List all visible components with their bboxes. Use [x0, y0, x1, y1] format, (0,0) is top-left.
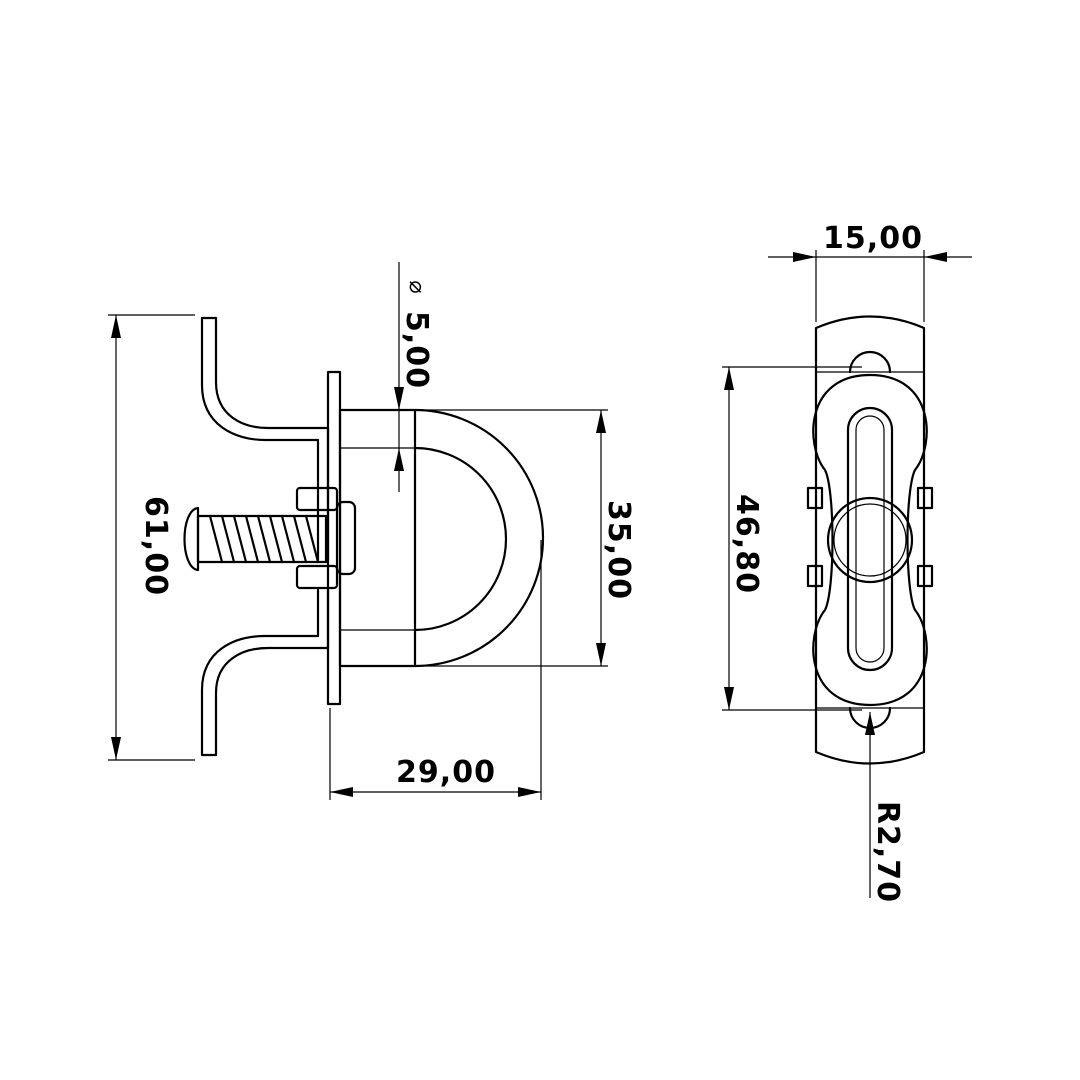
pin-guide-lower — [295, 564, 339, 590]
front-slot-inner — [855, 415, 885, 663]
plate-width-label: 15,00 — [823, 221, 923, 256]
loop-height-label: 35,00 — [601, 500, 636, 600]
front-plate-outline — [814, 315, 926, 765]
pin-shaft — [196, 514, 328, 564]
lower-wire-arm — [200, 588, 330, 757]
u-loop-inner — [413, 446, 508, 632]
coil-spring — [208, 514, 320, 564]
pin-guide-upper — [295, 486, 339, 512]
dimension-plate-width: 15,00 — [768, 221, 972, 322]
loop-base-block — [338, 408, 417, 668]
dimension-loop-height: 35,00 — [418, 409, 636, 667]
dimension-height-total: 61,00 — [108, 314, 195, 761]
right-tab-upper — [916, 486, 934, 510]
u-loop-outer — [413, 408, 545, 668]
mounting-plate — [326, 370, 342, 706]
side-view — [183, 316, 545, 757]
dimension-diameter: ⌀ 5,00 — [394, 262, 434, 492]
upper-wire-arm — [200, 316, 330, 562]
right-tab-lower — [916, 564, 934, 588]
diameter-value-label: 5,00 — [399, 311, 434, 389]
front-slot-outer — [846, 406, 894, 672]
left-tab-upper — [806, 486, 824, 510]
width-depth-label: 29,00 — [396, 755, 496, 790]
dimension-hole-radius: R2,70 — [865, 712, 905, 903]
pin-housing — [335, 500, 357, 576]
dimension-width-depth: 29,00 — [329, 540, 542, 800]
front-body-outline — [812, 373, 928, 707]
pin-cap — [183, 506, 200, 572]
left-tab-lower — [806, 564, 824, 588]
top-mounting-hole — [848, 350, 892, 374]
diameter-symbol: ⌀ — [404, 280, 429, 293]
dimension-hole-spacing: 46,80 — [722, 366, 862, 711]
height-total-label: 61,00 — [138, 496, 173, 596]
pin-circle — [826, 496, 914, 584]
hole-spacing-label: 46,80 — [729, 494, 764, 594]
hole-radius-label: R2,70 — [870, 801, 905, 903]
front-view — [806, 315, 934, 765]
pin-circle-inner — [833, 503, 907, 577]
